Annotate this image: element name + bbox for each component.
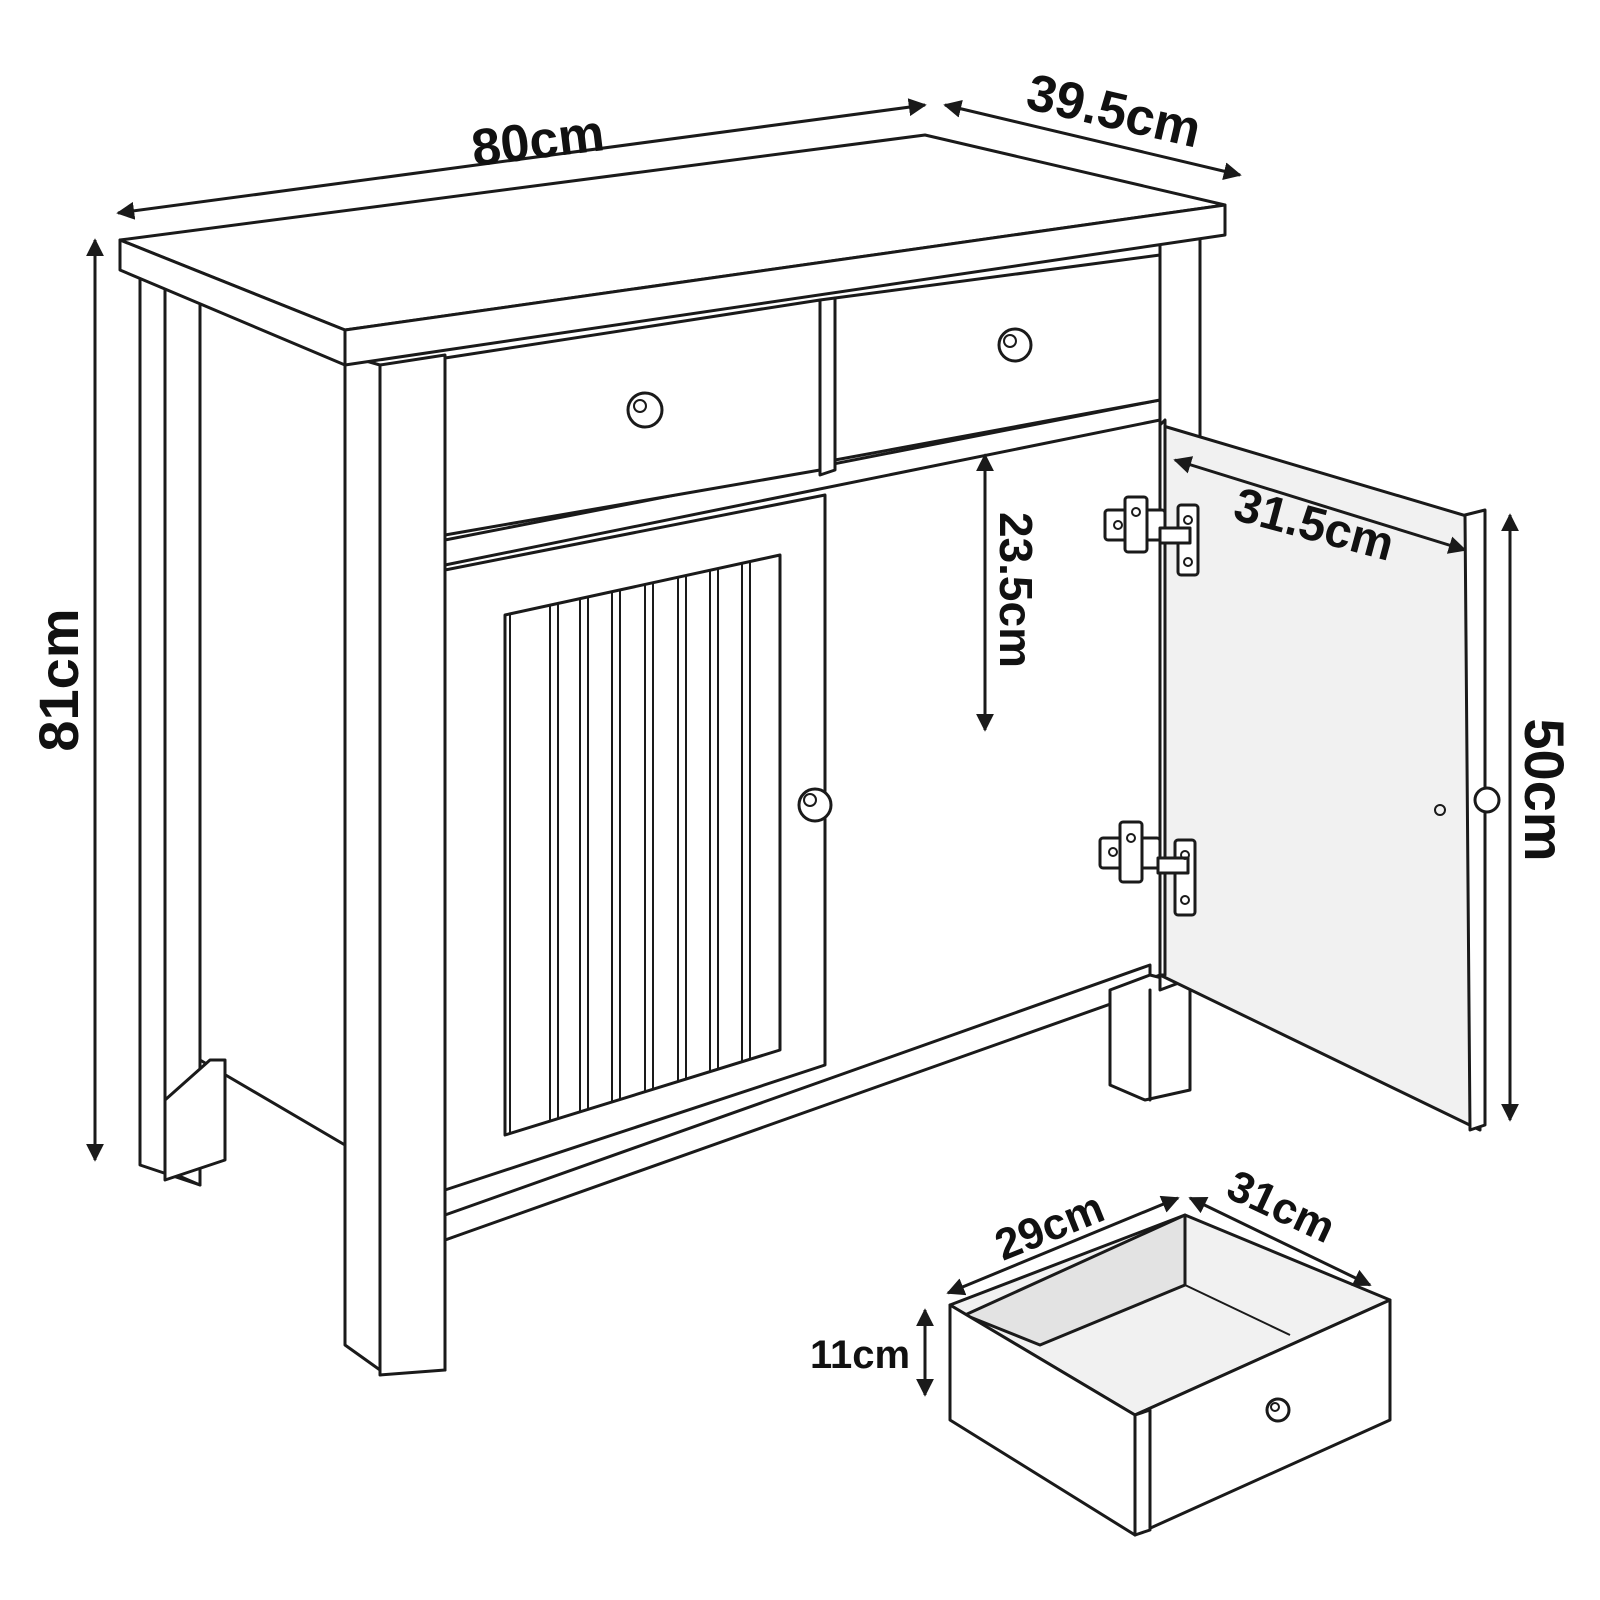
door-width-dimension-line (1173, 456, 1467, 554)
width-label: 80cm (468, 104, 607, 178)
drawer-width-dimension-line (946, 1195, 1180, 1296)
width-dimension-line (116, 98, 927, 220)
door-height-label: 50cm (1513, 718, 1576, 861)
left-drawer (443, 298, 822, 537)
drawer-depth-dimension-line (1188, 1196, 1372, 1287)
left-door (443, 493, 833, 1192)
left-door-knob (797, 787, 833, 823)
right-drawer (833, 253, 1162, 462)
cabinet-top (118, 133, 1227, 367)
left-side-panel (138, 273, 347, 1187)
open-right-door (1158, 418, 1501, 1132)
beadboard-grooves (509, 561, 751, 1133)
depth-dimension-line (943, 99, 1242, 181)
right-door-knob (1473, 786, 1501, 814)
dimension-lines (86, 98, 1519, 1397)
drawer-height-label: 11cm (810, 1333, 910, 1377)
lower-hinge (1098, 820, 1197, 917)
height-label: 81cm (27, 608, 90, 751)
shelf-spacing-label: 23.5cm (990, 512, 1042, 668)
